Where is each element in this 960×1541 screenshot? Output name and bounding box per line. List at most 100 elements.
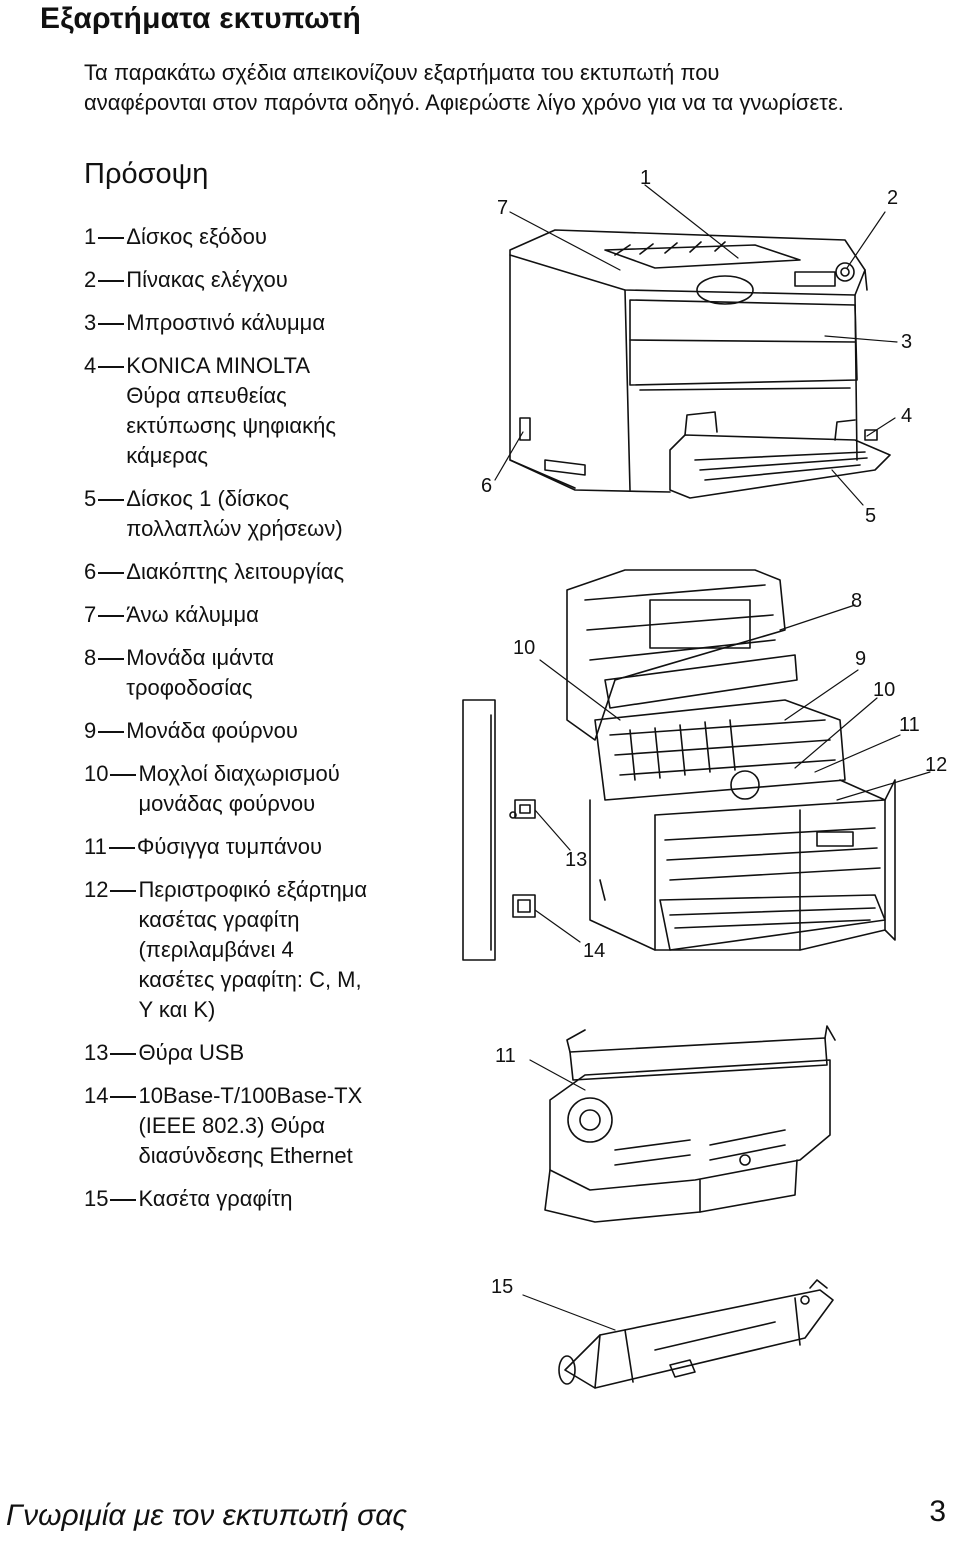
printer-front-drawing <box>509 229 891 499</box>
legend-number: 3 <box>84 308 126 338</box>
legend-label-line: Πίνακας ελέγχου <box>126 267 288 292</box>
interface-panel-drawing <box>462 699 536 961</box>
legend-label-line: 10Base-T/100Base-TX <box>138 1083 363 1108</box>
legend-label: Κασέτα γραφίτη <box>138 1184 424 1214</box>
legend-label-line: (IEEE 802.3) Θύρα <box>138 1113 325 1138</box>
legend-label-line: Περιστροφικό εξάρτημα <box>138 877 368 902</box>
legend-label-line: Μονάδα ιμάντα <box>126 645 274 670</box>
callout-10b: 10 <box>873 679 895 701</box>
legend-label: Μπροστινό κάλυμμα <box>126 308 424 338</box>
callout-10a: 10 <box>513 637 535 659</box>
legend-number: 7 <box>84 600 126 630</box>
legend-label: Μονάδα φούρνου <box>126 716 424 746</box>
legend-number-text: 5 <box>84 486 97 511</box>
legend-number-text: 7 <box>84 602 97 627</box>
printer-parts-figure: 1 2 3 4 5 6 7 <box>455 160 960 1410</box>
top-leader-lines <box>494 184 898 506</box>
legend-number: 4 <box>84 351 126 381</box>
top-callouts: 1 2 3 4 5 6 7 <box>481 167 912 527</box>
legend-number-text: 12 <box>84 877 109 902</box>
legend-item: 3 Μπροστινό κάλυμμα <box>84 308 424 338</box>
drum-cartridge-drawing <box>544 1025 836 1223</box>
legend-number-text: 14 <box>84 1083 109 1108</box>
legend-dash <box>110 1096 137 1098</box>
legend-number: 10 <box>84 759 138 789</box>
legend-label: Θύρα USB <box>138 1038 424 1068</box>
legend-label-line: μονάδας φούρνου <box>138 791 316 816</box>
legend-label-line: KONICA MINOLTA <box>126 353 311 378</box>
legend-dash <box>98 572 125 574</box>
callout-2: 2 <box>887 187 898 209</box>
legend-dash <box>98 280 125 282</box>
subsection-title: Πρόσοψη <box>84 158 209 190</box>
legend-dash <box>98 237 125 239</box>
toner-cartridge-drawing <box>558 1279 834 1389</box>
usb-port-icon <box>514 799 536 819</box>
legend-label: Δίσκος εξόδου <box>126 222 424 252</box>
legend-number: 2 <box>84 265 126 295</box>
printer-open-drawing <box>566 569 896 951</box>
callout-4: 4 <box>901 405 912 427</box>
printer-illustrations: 1 2 3 4 5 6 7 <box>462 167 947 1389</box>
legend-item: 13 Θύρα USB <box>84 1038 424 1068</box>
callout-15: 15 <box>491 1276 513 1298</box>
legend-dash <box>98 499 125 501</box>
toner-leader-lines <box>522 1294 616 1331</box>
legend-number: 8 <box>84 643 126 673</box>
callout-3: 3 <box>901 331 912 353</box>
legend-number-text: 3 <box>84 310 97 335</box>
legend-label-line: Θύρα USB <box>138 1040 245 1065</box>
legend-label-line: Διακόπτης λειτουργίας <box>126 559 345 584</box>
legend-label-line: κασέτες γραφίτη: C, M, <box>138 967 362 992</box>
legend-label-line: Μοχλοί διαχωρισμού <box>138 761 340 786</box>
legend-dash <box>98 658 125 660</box>
middle-leader-lines <box>534 604 931 943</box>
legend-label-line: Άνω κάλυμμα <box>126 602 259 627</box>
legend-item: 5 Δίσκος 1 (δίσκος πολλαπλών χρήσεων) <box>84 484 424 544</box>
callout-14: 14 <box>583 940 605 962</box>
callout-12: 12 <box>925 754 947 776</box>
legend-number-text: 6 <box>84 559 97 584</box>
page-number: 3 <box>929 1495 946 1528</box>
legend-dash <box>98 366 125 368</box>
legend-dash <box>110 890 137 892</box>
legend-number: 12 <box>84 875 138 905</box>
legend-label-line: Δίσκος εξόδου <box>126 224 267 249</box>
legend-item: 6 Διακόπτης λειτουργίας <box>84 557 424 587</box>
legend-label-line: Κασέτα γραφίτη <box>138 1186 293 1211</box>
legend-number-text: 13 <box>84 1040 109 1065</box>
ethernet-port-icon <box>512 894 536 918</box>
legend-number-text: 15 <box>84 1186 109 1211</box>
legend-dash <box>110 1053 137 1055</box>
legend-label-line: Y και K) <box>138 997 216 1022</box>
callout-11: 11 <box>899 714 920 736</box>
legend-label-line: Φύσιγγα τυμπάνου <box>136 834 322 859</box>
legend-item: 15 Κασέτα γραφίτη <box>84 1184 424 1214</box>
legend-dash <box>110 774 137 776</box>
legend-item: 1 Δίσκος εξόδου <box>84 222 424 252</box>
footer-chapter-title: Γνωριμία με τον εκτυπωτή σας <box>6 1499 407 1532</box>
legend-label-line: πολλαπλών χρήσεων) <box>126 516 343 541</box>
legend-dash <box>98 323 125 325</box>
legend-label-line: Μπροστινό κάλυμμα <box>126 310 326 335</box>
legend-label-line: εκτύπωσης ψηφιακής <box>126 413 336 438</box>
legend-label-line: κασέτας γραφίτη <box>138 907 300 932</box>
legend-number: 11 <box>84 832 137 862</box>
legend-number: 14 <box>84 1081 138 1111</box>
callout-drum-11: 11 <box>495 1045 516 1067</box>
legend-label-line: Δίσκος 1 (δίσκος <box>126 486 290 511</box>
legend-number-text: 1 <box>84 224 97 249</box>
legend-number-text: 4 <box>84 353 97 378</box>
legend-dash <box>98 731 125 733</box>
